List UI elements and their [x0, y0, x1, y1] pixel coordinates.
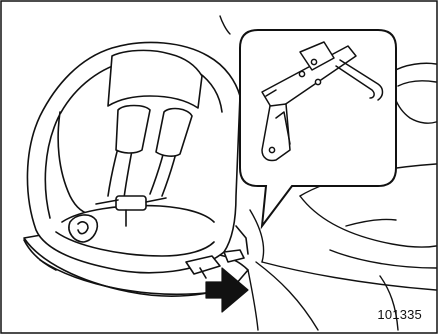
magnifier-callout — [240, 30, 396, 226]
figure-number: 101335 — [377, 307, 422, 322]
child-safety-seat — [24, 42, 248, 296]
